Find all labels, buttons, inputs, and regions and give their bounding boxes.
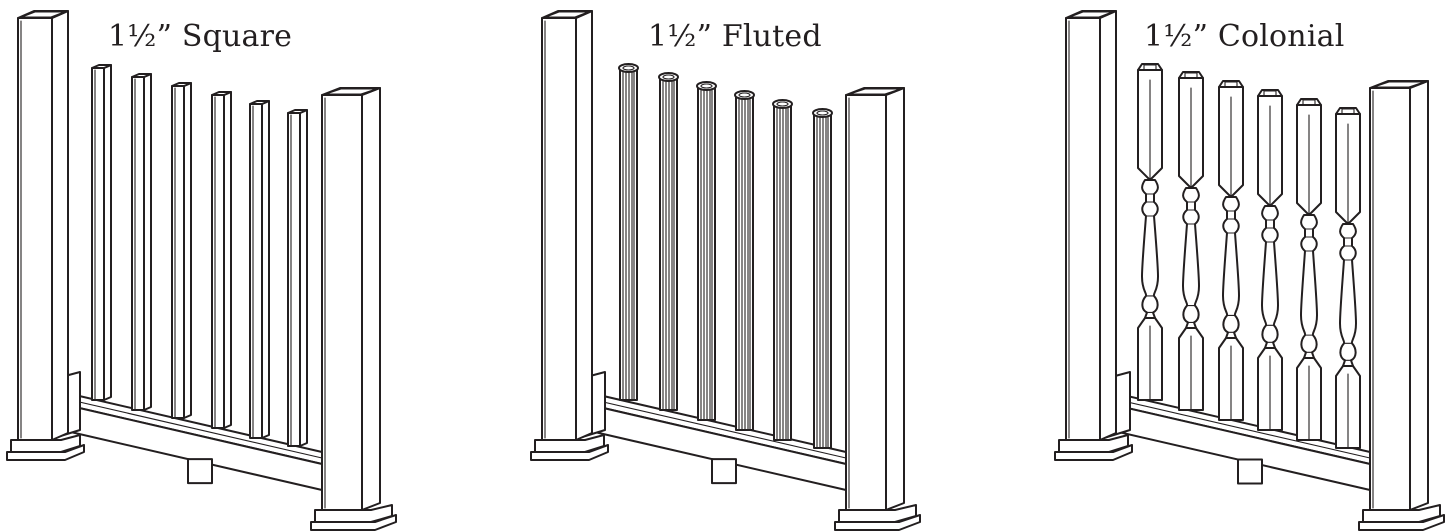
square-baluster-2-front <box>131 76 145 411</box>
square-baluster-1-front <box>91 67 105 401</box>
colonial-right-post-cap-inner <box>1373 81 1425 88</box>
fluted-right-post-front-face <box>845 94 887 511</box>
fluted-right-post-side-face <box>885 87 905 511</box>
square-baluster-4-front <box>211 94 225 429</box>
fluted-baluster-1-top <box>618 63 639 73</box>
square-baluster-4-top <box>211 91 232 96</box>
square-rail-foot <box>187 458 213 485</box>
colonial-left-post-front-face <box>1065 17 1101 441</box>
colonial-baluster-6-spindle <box>1339 223 1357 367</box>
square-baluster-6-side <box>299 109 308 447</box>
fluted-baluster-panel: 1½” Fluted <box>520 0 1000 531</box>
colonial-baluster-4-spindle <box>1261 205 1279 349</box>
colonial-right-post-base-plate <box>1358 514 1445 531</box>
fluted-left-post-top-cap <box>541 10 593 19</box>
colonial-railing-drawing <box>1054 10 1445 531</box>
square-baluster-2-top <box>131 73 152 78</box>
fluted-baluster-6-top <box>812 108 833 118</box>
colonial-baluster-4-top-inset <box>1263 90 1277 97</box>
fluted-baluster-6-top-inner <box>816 110 829 116</box>
colonial-left-post-base-plate <box>1054 444 1133 461</box>
square-right-post-side-face <box>361 87 381 511</box>
square-baluster-panel: 1½” Square <box>0 0 480 531</box>
square-baluster-4-side <box>223 91 232 429</box>
colonial-left-post-side-face <box>1099 10 1117 441</box>
square-left-post-base-plate <box>6 444 85 461</box>
fluted-baluster-5-top <box>772 99 793 109</box>
square-left-post-side-face <box>51 10 69 441</box>
fluted-baluster-2-top-inner <box>662 74 675 80</box>
colonial-baluster-5-top-inset <box>1302 99 1316 106</box>
colonial-left-post-top-cap <box>1065 10 1117 19</box>
colonial-baluster-2-top-inset <box>1184 72 1198 79</box>
square-right-post-cap-inner <box>325 88 377 95</box>
square-baluster-3-top <box>171 82 192 87</box>
fluted-baluster-2-top <box>658 72 679 82</box>
fluted-rail-groove <box>585 397 847 459</box>
fluted-baluster-4-top-inner <box>738 92 751 98</box>
fluted-left-post-front-face <box>541 17 577 441</box>
square-baluster-2-side <box>143 73 152 411</box>
colonial-left-post-cap-inner <box>1069 11 1113 18</box>
fluted-left-post-base-plate <box>530 444 609 461</box>
colonial-rail-groove <box>1109 397 1371 459</box>
colonial-baluster-panel: 1½” Colonial <box>1040 0 1454 531</box>
fluted-left-post-cap-inner <box>545 11 589 18</box>
colonial-baluster-1-top-inset <box>1143 64 1157 71</box>
square-left-post-cap-inner <box>21 11 65 18</box>
fluted-baluster-5-top-inner <box>776 101 789 107</box>
square-rail-groove <box>61 397 323 459</box>
fluted-baluster-3-top-inner <box>700 83 713 89</box>
colonial-right-post-side-face <box>1409 80 1429 511</box>
colonial-caption: 1½” Colonial <box>1144 19 1345 54</box>
square-right-post-top-cap <box>321 87 381 96</box>
colonial-baluster-6-top-inset <box>1341 108 1355 115</box>
colonial-baluster-1-spindle <box>1141 179 1159 319</box>
square-baluster-1-top <box>91 64 112 69</box>
square-baluster-5-front <box>249 103 263 439</box>
fluted-baluster-1-top-inner <box>622 65 635 71</box>
square-baluster-6-top <box>287 109 308 114</box>
square-right-post-base-plate <box>310 514 397 531</box>
fluted-rail-foot <box>711 458 737 485</box>
fluted-baluster-4-top <box>734 90 755 100</box>
square-railing-drawing <box>6 10 397 531</box>
square-baluster-3-front <box>171 85 185 419</box>
square-baluster-3-side <box>183 82 192 419</box>
square-caption: 1½” Square <box>108 19 293 54</box>
fluted-railing-drawing <box>530 10 921 531</box>
square-baluster-6-front <box>287 112 301 447</box>
fluted-right-post-top-cap <box>845 87 905 96</box>
fluted-caption: 1½” Fluted <box>648 19 822 54</box>
fluted-right-post-cap-inner <box>849 88 901 95</box>
colonial-baluster-3-spindle <box>1222 196 1240 339</box>
fluted-left-post-side-face <box>575 10 593 441</box>
square-baluster-5-side <box>261 100 270 439</box>
square-baluster-5-top <box>249 100 270 105</box>
square-left-post-front-face <box>17 17 53 441</box>
square-baluster-1-side <box>103 64 112 401</box>
square-right-post-front-face <box>321 94 363 511</box>
colonial-right-post-top-cap <box>1369 80 1429 89</box>
square-left-post-top-cap <box>17 10 69 19</box>
fluted-baluster-3-top <box>696 81 717 91</box>
fluted-right-post-base-plate <box>834 514 921 531</box>
colonial-baluster-2-spindle <box>1182 187 1200 329</box>
colonial-baluster-3-top-inset <box>1224 81 1238 88</box>
colonial-rail-foot <box>1237 458 1263 485</box>
colonial-right-post-front-face <box>1369 87 1411 511</box>
